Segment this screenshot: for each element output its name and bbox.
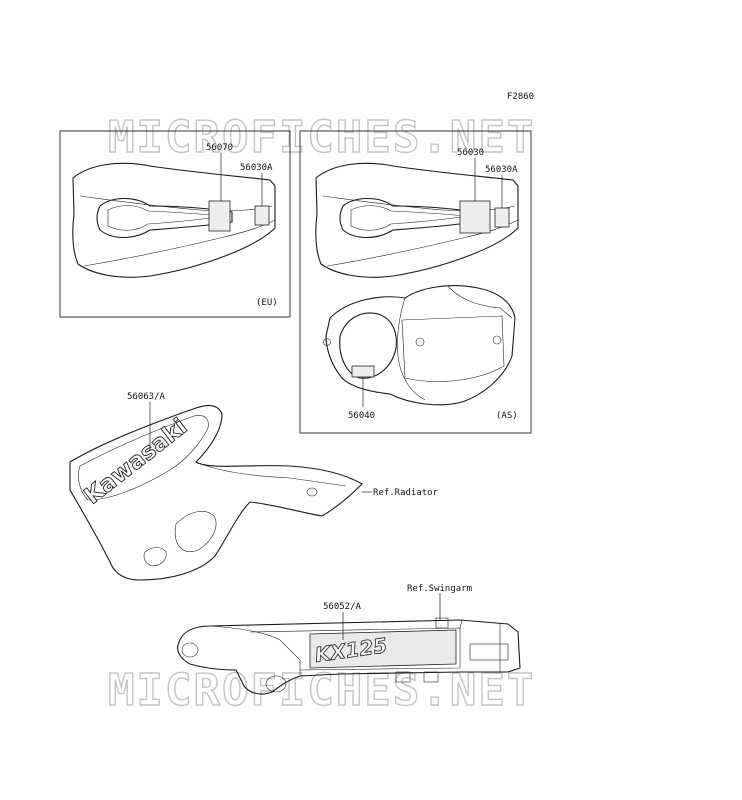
eu-label-56070: 56070	[206, 143, 233, 153]
eu-frame	[59, 130, 291, 318]
radiator-ref-label: Ref.Radiator	[373, 488, 439, 498]
as-box: 56030 56030A 56040 (AS)	[299, 130, 532, 434]
radiator-shroud: Kawasaki	[69, 404, 363, 581]
as-decal-56030a	[494, 207, 510, 228]
eu-region-label: (EU)	[256, 298, 278, 308]
figure-code: F2860	[507, 92, 534, 102]
eu-seat	[72, 162, 276, 278]
swingarm-ref-label: Ref.Swingarm	[407, 584, 472, 594]
eu-label-56030a: 56030A	[240, 163, 273, 173]
as-decal-56040	[351, 365, 375, 378]
swingarm-decal-56052a	[309, 629, 457, 669]
shroud-label-56063a: 56063/A	[127, 392, 166, 402]
swingarm-label-56052a: 56052/A	[323, 602, 362, 612]
as-label-56030: 56030	[457, 148, 484, 158]
as-frame	[299, 130, 532, 434]
as-label-56030a: 56030A	[485, 165, 518, 175]
as-decal-56030	[459, 200, 491, 234]
eu-box: 56070 56030A (EU)	[59, 130, 291, 318]
as-tank	[323, 285, 516, 406]
watermark-top: MICROFICHES.NET	[108, 112, 535, 163]
eu-decal-56070	[208, 200, 231, 232]
swingarm: KX125	[177, 617, 521, 695]
watermark-bottom: MICROFICHES.NET	[108, 665, 535, 716]
as-seat	[315, 162, 519, 278]
as-region-label: (AS)	[496, 411, 518, 421]
shroud-logo: Kawasaki	[80, 414, 193, 510]
eu-decal-56030a	[254, 205, 270, 226]
as-label-56040: 56040	[348, 411, 375, 421]
